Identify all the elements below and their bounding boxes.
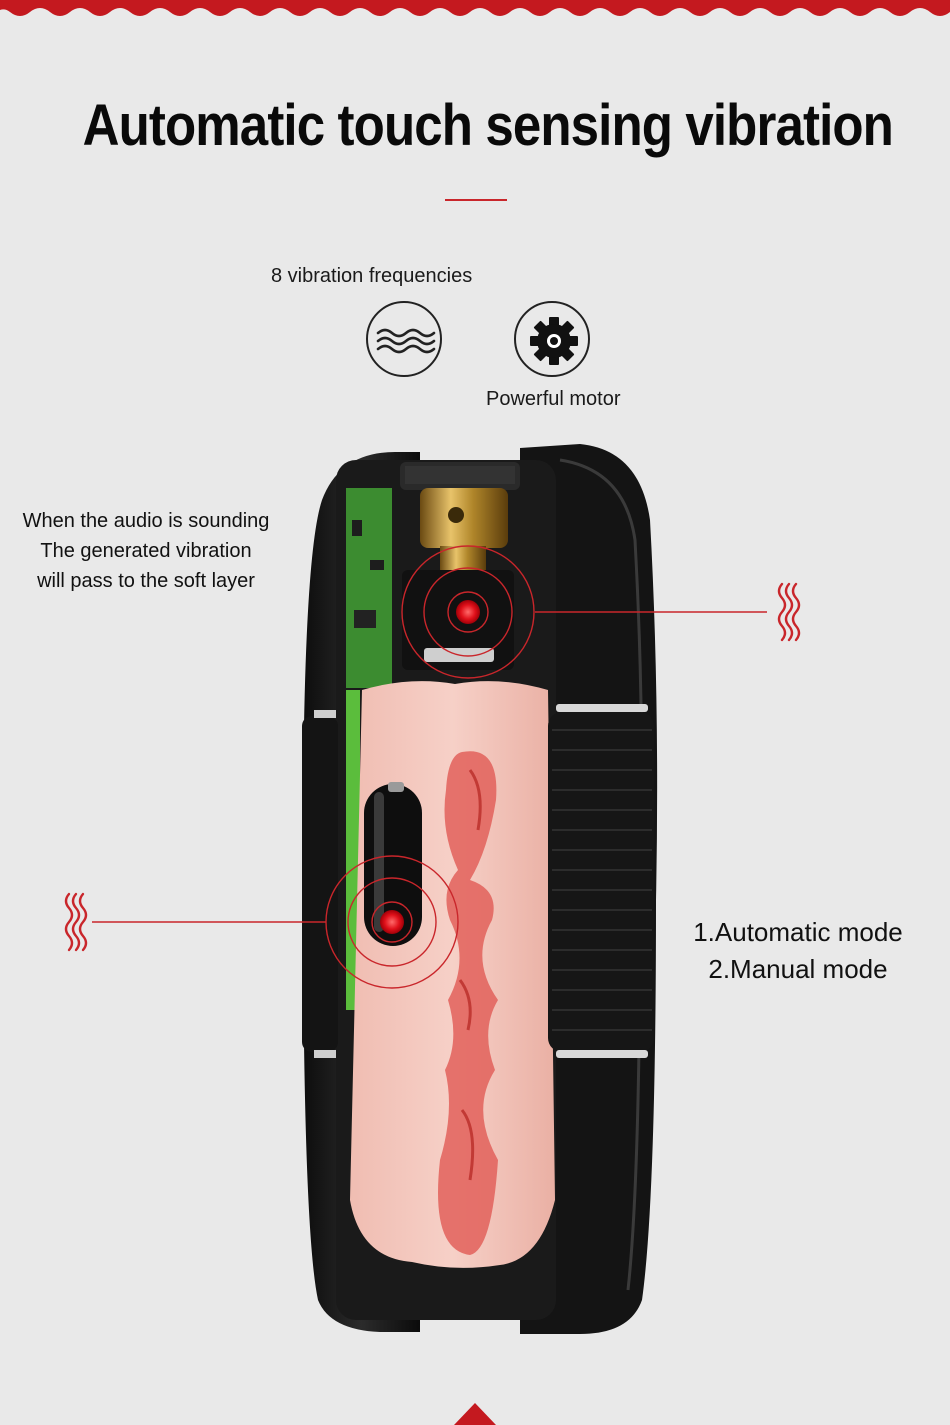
audio-description-line: will pass to the soft layer: [37, 570, 255, 592]
audio-description-line: The generated vibration: [40, 540, 252, 562]
frequency-label: 8 vibration frequencies: [271, 265, 473, 287]
audio-description-line: When the audio is sounding: [22, 510, 270, 532]
wave-lines-icon: [366, 301, 442, 377]
mode-item: 1.Automatic mode: [693, 917, 903, 947]
vibration-marker-icon: [64, 892, 88, 952]
vibration-marker-icon: [777, 582, 801, 642]
bottom-triangle-marker: [454, 1403, 496, 1425]
audio-description: When the audio is sounding The generated…: [10, 506, 282, 596]
motor-label: Powerful motor: [486, 388, 621, 410]
title-underline: [445, 199, 507, 201]
gear-icon: [514, 301, 590, 377]
top-wave-border: [0, 0, 950, 16]
mode-item: 2.Manual mode: [708, 954, 888, 984]
modes-list: 1.Automatic mode 2.Manual mode: [682, 914, 914, 988]
page-title: Automatic touch sensing vibration: [82, 93, 894, 158]
